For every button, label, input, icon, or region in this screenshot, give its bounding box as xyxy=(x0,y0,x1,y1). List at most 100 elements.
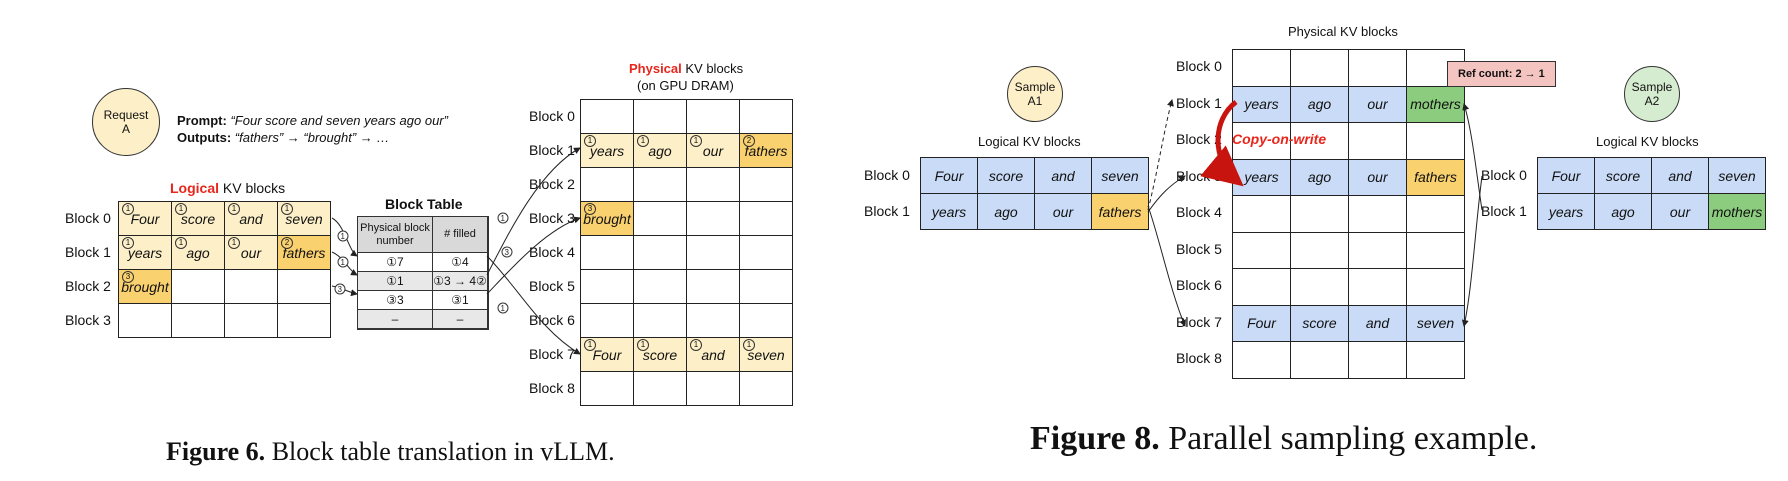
block-row-label: Block 2 xyxy=(1176,131,1222,147)
token-text: score xyxy=(1302,315,1337,332)
kv-cell xyxy=(119,304,172,338)
kv-cell xyxy=(1291,50,1349,87)
token-text: seven xyxy=(747,346,785,363)
kv-cell xyxy=(581,270,634,304)
kv-cell xyxy=(1233,50,1291,87)
token-index-badge: 1 xyxy=(743,339,755,351)
block-table-cell: ③1 xyxy=(433,291,488,310)
token-index-badge: 1 xyxy=(175,237,187,249)
kv-cell xyxy=(740,168,793,202)
kv-cell xyxy=(634,372,687,406)
token-text: and xyxy=(1365,315,1390,332)
kv-cell xyxy=(1233,232,1291,269)
request-label: Request xyxy=(103,108,149,122)
figure6-caption: Figure 6. Block table translation in vLL… xyxy=(166,437,615,466)
token-index-badge: 1 xyxy=(122,237,134,249)
kv-cell xyxy=(225,270,278,304)
kv-cell: and xyxy=(1035,158,1092,194)
kv-cell: seven xyxy=(1407,305,1465,342)
token-text: years xyxy=(931,203,967,220)
sample-a1-circle: Sample A1 xyxy=(1007,66,1063,122)
kv-cell xyxy=(687,100,740,134)
kv-cell xyxy=(1291,232,1349,269)
token-text: and xyxy=(701,346,725,363)
token-text: our xyxy=(1367,169,1388,186)
token-text: years xyxy=(1548,203,1584,220)
token-text: years xyxy=(1244,169,1279,186)
block-row-label: Block 1 xyxy=(529,142,575,158)
block-table-header: # filled xyxy=(433,217,488,253)
arrow-marker-text: 1 xyxy=(501,304,506,313)
kv-cell: mothers xyxy=(1407,86,1465,123)
kv-cell: years xyxy=(1538,194,1595,230)
kv-cell xyxy=(1233,342,1291,379)
token-text: score xyxy=(1605,167,1641,184)
kv-cell xyxy=(1407,123,1465,160)
kv-cell xyxy=(1349,269,1407,306)
kv-cell xyxy=(581,168,634,202)
token-index-badge: 1 xyxy=(690,339,702,351)
request-id: A xyxy=(121,122,130,136)
sample-a2-circle: Sample A2 xyxy=(1624,66,1680,122)
logical-kv-title-right: Logical KV blocks xyxy=(1596,134,1699,149)
token-text: Four xyxy=(130,210,160,227)
kv-cell xyxy=(740,304,793,338)
token-text: our xyxy=(702,142,724,159)
token-index-badge: 1 xyxy=(584,339,596,351)
token-index-badge: 1 xyxy=(281,203,293,215)
copy-on-write-label: Copy-on-write xyxy=(1232,131,1327,147)
kv-cell xyxy=(687,372,740,406)
token-text: our xyxy=(1669,203,1691,220)
token-text: brought xyxy=(583,210,631,227)
token-text: seven xyxy=(1718,167,1756,184)
kv-cell xyxy=(278,270,331,304)
kv-cell: ago xyxy=(1595,194,1652,230)
kv-cell: Four xyxy=(1233,305,1291,342)
block-row-label: Block 0 xyxy=(529,108,575,124)
block-row-label: Block 0 xyxy=(1481,167,1527,183)
token-text: fathers xyxy=(282,244,326,261)
token-index-badge: 1 xyxy=(175,203,187,215)
kv-cell xyxy=(278,304,331,338)
kv-cell xyxy=(634,304,687,338)
block-row-label: Block 8 xyxy=(1176,350,1222,366)
block-table-cell: ①3 → 4② xyxy=(433,272,488,291)
kv-cell xyxy=(634,168,687,202)
kv-cell: ago xyxy=(1291,86,1349,123)
kv-cell xyxy=(1407,232,1465,269)
kv-cell xyxy=(634,100,687,134)
block-row-label: Block 4 xyxy=(529,244,575,260)
block-table-cell: ③3 xyxy=(358,291,433,310)
kv-cell xyxy=(172,304,225,338)
block-row-label: Block 1 xyxy=(1481,203,1527,219)
kv-cell: ago xyxy=(1291,159,1349,196)
kv-cell: Four xyxy=(921,158,978,194)
kv-cell: score xyxy=(978,158,1035,194)
arrow-marker-text: 3 xyxy=(505,248,510,257)
block-row-label: Block 1 xyxy=(1176,94,1222,111)
arrow-a1-b0-to-p7 xyxy=(1147,205,1186,327)
kv-cell xyxy=(634,236,687,270)
block-table-header: Physical block number xyxy=(358,217,433,253)
kv-cell: our xyxy=(1349,86,1407,123)
token-text: our xyxy=(1052,203,1074,220)
kv-cell: fathers xyxy=(1092,194,1149,230)
kv-cell xyxy=(634,202,687,236)
kv-cell: score xyxy=(1595,158,1652,194)
kv-cell: and xyxy=(1652,158,1709,194)
token-index-badge: 1 xyxy=(228,203,240,215)
kv-cell xyxy=(687,202,740,236)
block-table-cell: ①7 xyxy=(358,253,433,272)
block-row-label: Block 1 xyxy=(864,203,910,219)
token-index-badge: 1 xyxy=(584,135,596,147)
kv-cell xyxy=(687,270,740,304)
kv-cell xyxy=(740,202,793,236)
token-index-badge: 1 xyxy=(637,135,649,147)
